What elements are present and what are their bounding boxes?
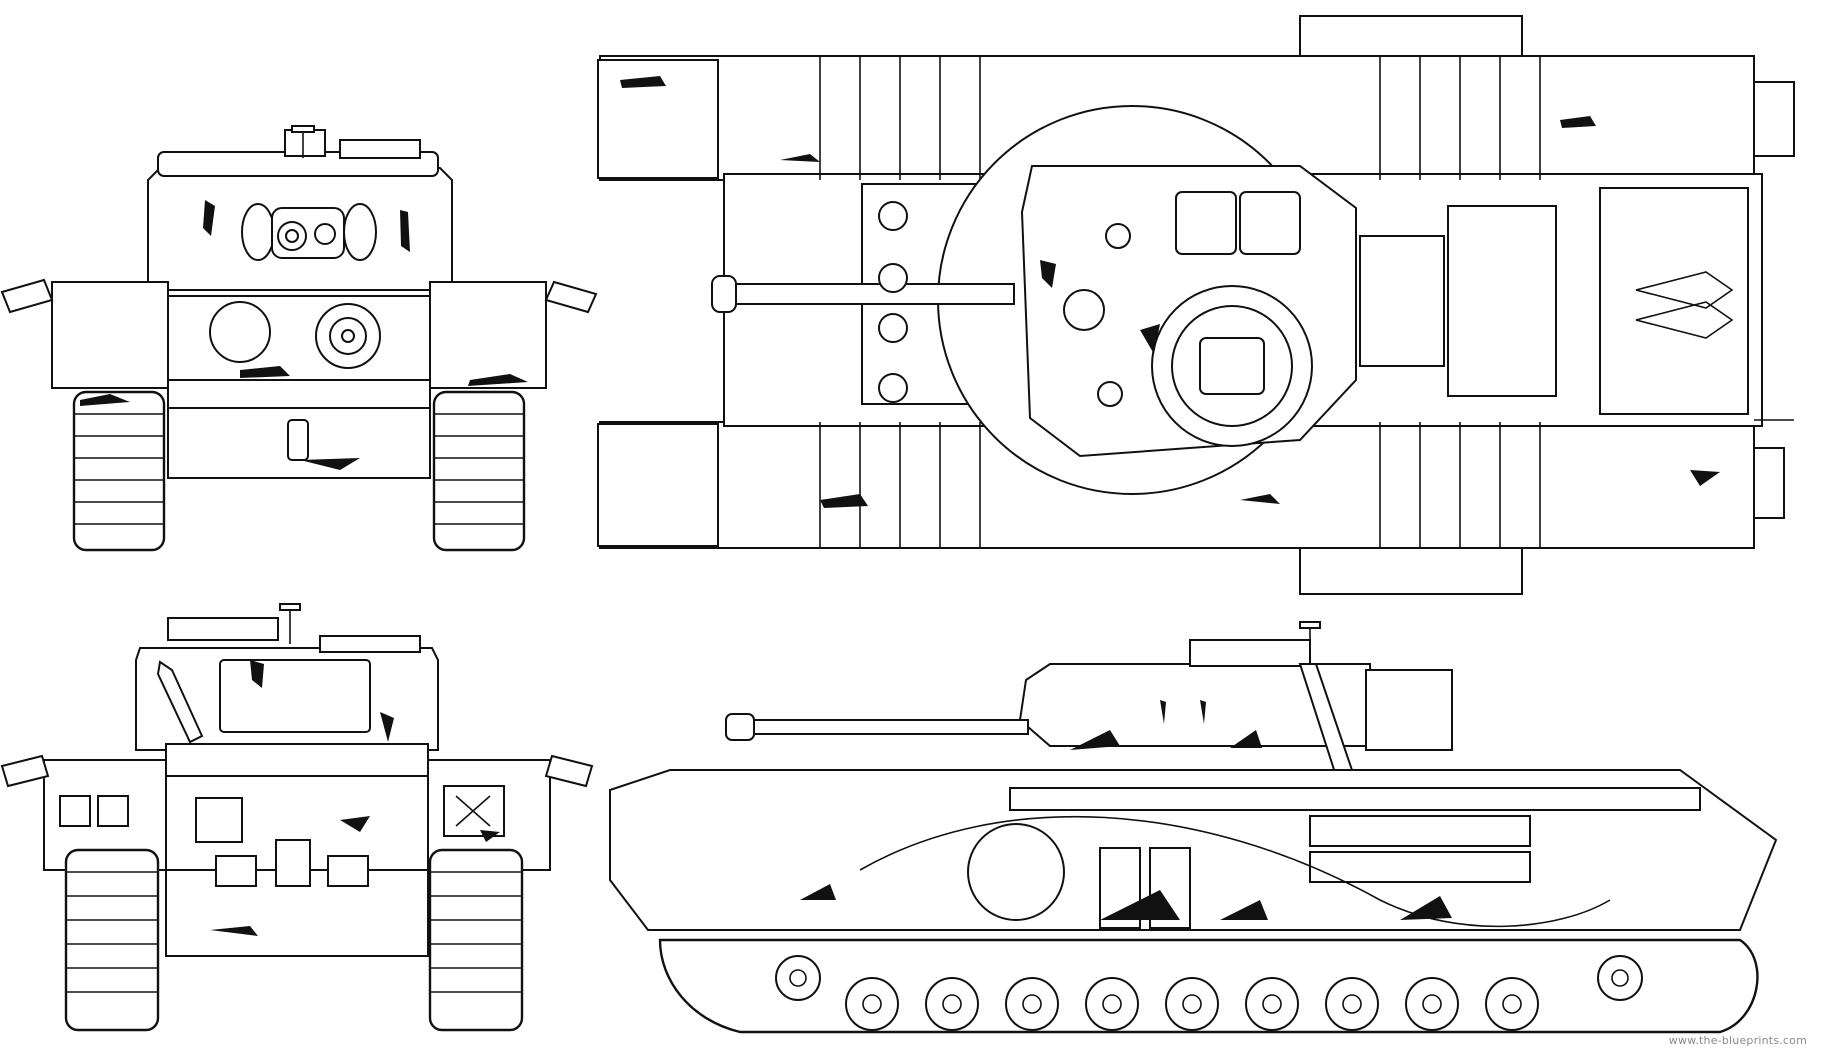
top-view bbox=[597, 15, 1795, 595]
rear-view bbox=[0, 603, 594, 1032]
site-credit: www.the-blueprints.com bbox=[1668, 1034, 1807, 1047]
front-view bbox=[0, 125, 598, 552]
side-view bbox=[609, 621, 1778, 1034]
